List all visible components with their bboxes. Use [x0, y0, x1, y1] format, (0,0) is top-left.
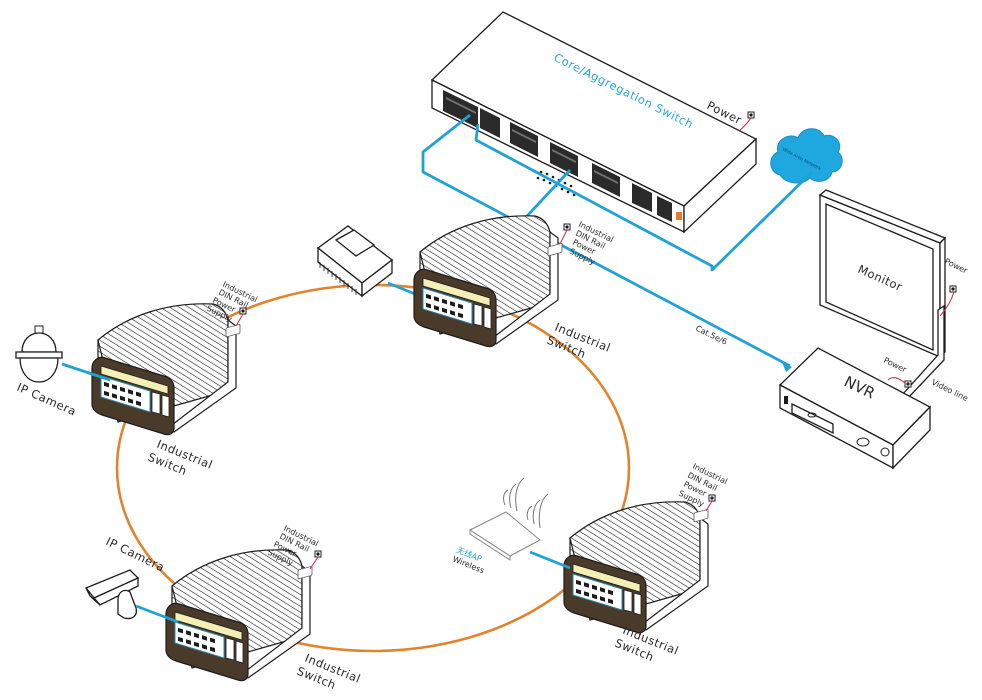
- wan-cloud: Wide Area Network: [770, 128, 843, 184]
- power-cable: [309, 556, 319, 570]
- industrial-switch-bottom-left: Industrial DIN Rail Power Supply Industr…: [165, 524, 363, 692]
- industrial-switch-top: Industrial DIN Rail Power Supply Industr…: [413, 215, 615, 361]
- cable-core-to-nvr: [421, 113, 791, 368]
- power-cable: [939, 291, 955, 317]
- monitor-power-label: Power: [943, 257, 969, 276]
- power-outlet-icon: [747, 111, 755, 119]
- power-outlet-icon: [949, 285, 957, 293]
- nvr-power-label: Power: [882, 356, 908, 375]
- industrial-switch-bottom-right: Industrial DIN Rail Power Supply Industr…: [563, 462, 729, 664]
- power-outlet-icon: [708, 494, 716, 502]
- cloud-icon: [770, 128, 843, 184]
- nvr: NVR Power Video line: [778, 347, 970, 470]
- plc-controller: [316, 225, 421, 298]
- power-cable: [559, 229, 568, 245]
- core-aggregation-switch: Core/Aggregation Switch Power: [430, 11, 758, 234]
- power-cable: [705, 500, 713, 512]
- industrial-switch-icon: [165, 549, 311, 682]
- power-cable: [739, 117, 752, 131]
- monitor: Monitor Power: [818, 189, 969, 399]
- power-cable: [887, 377, 906, 384]
- industrial-switch-left: Industrial DIN Rail Power Supply Industr…: [91, 280, 259, 478]
- industrial-switch-icon: [563, 501, 709, 634]
- cable-type-label: Cat.5e/6: [694, 324, 728, 347]
- power-outlet-icon: [904, 380, 912, 388]
- cable-dome-camera: [61, 362, 111, 382]
- power-outlet-icon: [314, 550, 322, 558]
- box-ip-camera: IP Camera: [84, 534, 179, 624]
- box-camera-label: IP Camera: [104, 534, 167, 574]
- industrial-switch-icon: [91, 303, 237, 436]
- video-line-label: Video line: [930, 378, 969, 403]
- wifi-signal-icon: [503, 477, 549, 529]
- cable-core-to-wan: [474, 123, 813, 272]
- power-cable: [235, 313, 244, 327]
- wireless-ap: 无线AP Wireless: [451, 477, 571, 575]
- power-outlet-icon: [563, 223, 571, 231]
- dome-camera-label: IP Camera: [15, 380, 79, 419]
- cable-arrow-icon: [782, 362, 792, 372]
- cable-wireless-ap: [529, 550, 571, 570]
- cable-box-camera: [135, 604, 179, 624]
